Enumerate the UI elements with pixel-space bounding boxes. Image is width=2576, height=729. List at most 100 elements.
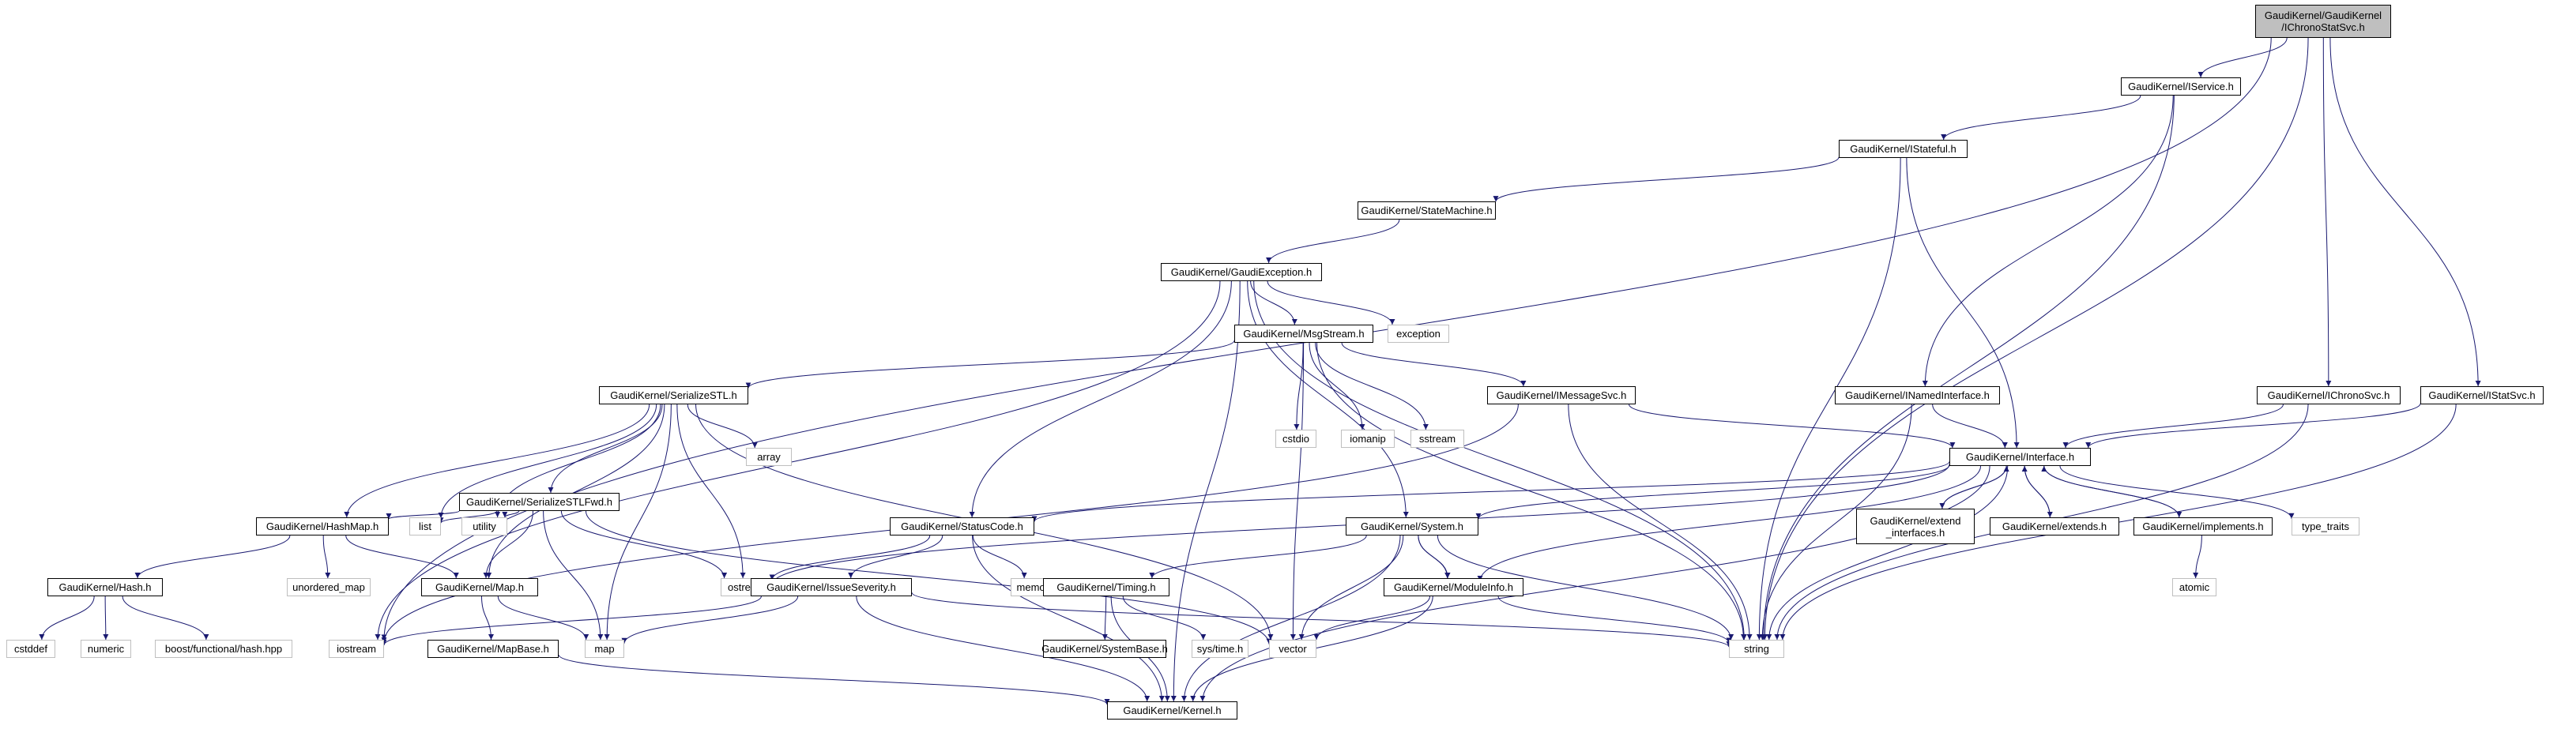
node-implements[interactable]: GaudiKernel/implements.h [2133,517,2273,535]
node-gaudiexception[interactable]: GaudiKernel/GaudiException.h [1161,263,1322,281]
node-map-h[interactable]: GaudiKernel/Map.h [421,578,538,596]
edge-iservice-to-istateful [1941,95,2141,141]
node-timing[interactable]: GaudiKernel/Timing.h [1043,578,1169,596]
node-statuscode[interactable]: GaudiKernel/StatusCode.h [890,517,1034,535]
edge-statuscode-to-issueseverity [848,535,943,579]
edge-issueseverity-to-iostream [381,596,762,646]
node-serializestlfwd[interactable]: GaudiKernel/SerializeSTLFwd.h [459,493,620,511]
edge-statuscode-to-memory [972,535,1027,579]
node-issueseverity[interactable]: GaudiKernel/IssueSeverity.h [751,578,912,596]
edge-mapbase-to-kernel [558,654,1110,705]
edge-hash-to-boosthash [122,596,209,641]
node-hash[interactable]: GaudiKernel/Hash.h [47,578,163,596]
edge-istateful-to-string [1756,157,1901,641]
edge-issueseverity-to-string [911,592,1732,648]
edge-map_h-to-map [497,596,589,641]
edge-msgstream-to-iomanip [1309,342,1365,430]
edge-serializestlfwd-to-map_h [483,510,533,579]
edge-serializestl-to-map_h [486,404,665,579]
edge-interface-to-type_traits [2059,465,2295,519]
edge-root-to-istatsvc [2329,37,2481,387]
edge-system-to-string [1437,535,1734,641]
edge-serializestl-to-list [438,404,657,518]
edge-iservice-to-string [1761,95,2175,641]
edge-gaudiexception-to-iostream [375,280,1221,641]
node-serializestl[interactable]: GaudiKernel/SerializeSTL.h [599,386,748,404]
node-moduleinfo[interactable]: GaudiKernel/ModuleInfo.h [1384,578,1523,596]
node-iostream: iostream [329,640,384,658]
node-istateful[interactable]: GaudiKernel/IStateful.h [1839,140,1968,158]
node-ichronosvc[interactable]: GaudiKernel/IChronoSvc.h [2257,386,2401,404]
edge-gaudiexception-to-exception [1267,280,1395,325]
node-system[interactable]: GaudiKernel/System.h [1346,517,1478,535]
edge-statemachine-to-gaudiexception [1266,219,1400,264]
edge-implements-to-atomic [2193,535,2202,579]
edge-imessagesvc-to-interface [1629,404,1956,449]
edge-interface-to-kernel [1199,465,1990,702]
edge-istateful-to-statemachine [1493,156,1840,202]
edge-hashmap-to-map_h [345,535,459,579]
edge-hash-to-numeric [103,596,109,641]
node-interface[interactable]: GaudiKernel/Interface.h [1949,448,2091,466]
node-imessagesvc[interactable]: GaudiKernel/IMessageSvc.h [1487,386,1636,404]
edge-system-to-typeinfo [1418,535,1451,579]
edge-hashmap-to-hash [134,535,291,579]
edge-root-to-ichronosvc [2322,37,2332,387]
edge-gaudiexception-to-string [1253,280,1747,641]
edge-statuscode-to-ostream [769,535,931,581]
edge-serializestl-to-map [604,404,672,641]
node-unordered-map: unordered_map [287,578,371,596]
edge-ichronosvc-to-interface [2062,404,2284,449]
edge-gaudiexception-to-statuscode [969,280,1232,518]
edge-imessagesvc-to-string [1568,404,1753,641]
node-numeric: numeric [81,640,131,658]
node-cstddef: cstddef [6,640,55,658]
edge-iservice-to-inamedinterface [1922,95,2174,387]
edge-serializestl-to-ostream [676,404,746,579]
edge-issueseverity-to-kernel [856,596,1151,702]
node-hashmap[interactable]: GaudiKernel/HashMap.h [256,517,389,535]
node-map: map [585,640,624,658]
edge-root-to-iservice [2198,37,2288,78]
edge-extends-to-interface [2021,465,2051,518]
edge-moduleinfo-to-vector [1313,596,1430,641]
edge-issueseverity-to-map [621,596,799,644]
edge-gaudiexception-to-system [1247,280,1409,518]
edge-serializestlfwd-to-hashmap [386,510,460,520]
edge-inamedinterface-to-string [1759,404,1912,641]
node-extends[interactable]: GaudiKernel/extends.h [1990,517,2119,535]
node-type-traits: type_traits [2292,517,2359,535]
node-cstdio: cstdio [1275,430,1316,448]
node-systime: sys/time.h [1192,640,1248,658]
node-iservice[interactable]: GaudiKernel/IService.h [2121,77,2241,96]
node-inamedinterface[interactable]: GaudiKernel/INamedInterface.h [1835,386,2000,404]
edge-gaudiexception-to-msgstream [1250,280,1297,325]
node-root[interactable]: GaudiKernel/GaudiKernel /IChronoStatSvc.… [2255,5,2391,38]
edge-hashmap-to-unordered_map [322,535,331,579]
edge-serializestlfwd-to-map [543,510,604,641]
node-statemachine[interactable]: GaudiKernel/StateMachine.h [1358,201,1496,220]
edge-istatsvc-to-string [1779,404,2457,641]
edge-msgstream-to-serializestl [745,340,1235,389]
edge-msgstream-to-cstdio [1294,342,1304,430]
edge-istateful-to-interface [1906,157,2020,449]
node-istatsvc[interactable]: GaudiKernel/IStatSvc.h [2420,386,2544,404]
edge-serializestlfwd-to-list [438,510,498,524]
edge-interface-to-typeinfo [1477,465,1982,581]
edge-system-to-kernel [1181,535,1401,702]
node-mapbase[interactable]: GaudiKernel/MapBase.h [427,640,559,658]
node-systembase[interactable]: GaudiKernel/SystemBase.h [1041,640,1168,658]
node-extend-interfaces[interactable]: GaudiKernel/extend _interfaces.h [1856,509,1975,544]
node-msgstream[interactable]: GaudiKernel/MsgStream.h [1234,325,1373,343]
edge-msgstream-to-sstream [1315,342,1429,430]
edge-statuscode-to-kernel [972,535,1165,702]
edge-map_h-to-mapbase [481,596,494,641]
node-iomanip: iomanip [1341,430,1395,448]
edge-istatsvc-to-interface [2085,403,2421,449]
edge-serializestl-to-serializestlfwd [548,404,663,494]
node-kernel[interactable]: GaudiKernel/Kernel.h [1107,701,1237,720]
node-utility: utility [461,517,507,535]
node-string: string [1729,640,1784,658]
